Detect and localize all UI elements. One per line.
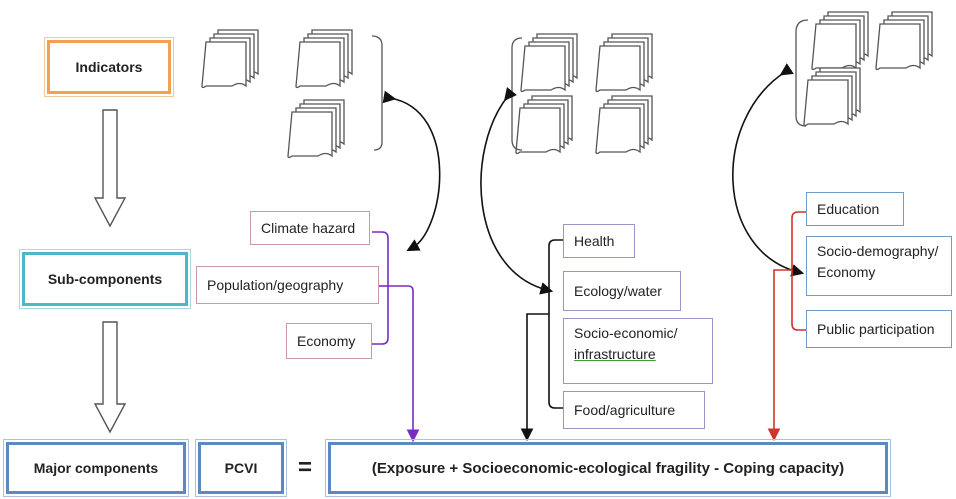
subcomponent-education: Education [806, 192, 904, 226]
hollow-arrow-sub-to-major [93, 321, 127, 434]
level-indicators: Indicators [44, 37, 174, 97]
equals-sign: = [298, 454, 313, 481]
subcomponent-socio-demography-label: Socio-demography/ [817, 243, 939, 259]
subcomponent-health-label: Health [574, 233, 615, 249]
subcomponent-public-participation-label: Public participation [817, 321, 935, 337]
subcomponent-climate-hazard: Climate hazard [250, 211, 370, 245]
subcomponent-food-agriculture-label: Food/agriculture [574, 402, 676, 418]
exposure-bracket [372, 231, 420, 443]
subcomponent-public-participation: Public participation [806, 310, 952, 348]
indicator-stack-coping [795, 11, 933, 127]
coping-bracket [767, 211, 806, 442]
subcomponent-climate-hazard-label: Climate hazard [261, 220, 356, 236]
subcomponent-economy-coping-label: Economy [817, 264, 876, 280]
level-major-components-label: Major components [33, 460, 159, 476]
subcomponent-socio-economic-label: Socio-economic/ [574, 325, 678, 341]
subcomponent-education-label: Education [817, 201, 880, 217]
subcomponent-population-geography: Population/geography [196, 266, 379, 304]
subcomponent-economy-exposure-label: Economy [297, 333, 356, 349]
level-major-components: Major components [3, 439, 189, 497]
subcomponent-socio-demography-economy: Socio-demography/ Economy [806, 236, 952, 296]
pcvi-label: PCVI [224, 460, 258, 476]
level-sub-components: Sub-components [19, 249, 191, 309]
link-arrow-coping [732, 63, 805, 277]
subcomponent-economy-exposure: Economy [286, 323, 372, 359]
subcomponent-population-geography-label: Population/geography [207, 277, 344, 293]
subcomponent-ecology-water: Ecology/water [563, 271, 681, 311]
level-indicators-label: Indicators [75, 59, 143, 75]
subcomponent-health: Health [563, 224, 635, 258]
formula-box: (Exposure + Socioeconomic-ecological fra… [325, 439, 891, 497]
subcomponent-ecology-water-label: Ecology/water [574, 283, 662, 299]
link-arrow-fragility [480, 87, 554, 295]
fragility-bracket [520, 239, 563, 442]
subcomponent-infrastructure-label: infrastructure [574, 346, 656, 362]
subcomponent-socio-economic-infrastructure: Socio-economic/ infrastructure [563, 318, 713, 384]
hollow-arrow-indicators-to-sub [93, 109, 127, 228]
link-arrow-exposure [382, 90, 441, 252]
indicator-stack-fragility [511, 33, 653, 155]
indicator-stack-exposure [201, 29, 383, 159]
level-sub-components-label: Sub-components [47, 271, 163, 287]
pcvi-box: PCVI [195, 439, 287, 497]
subcomponent-food-agriculture: Food/agriculture [563, 391, 705, 429]
formula-expression: (Exposure + Socioeconomic-ecological fra… [371, 459, 845, 477]
